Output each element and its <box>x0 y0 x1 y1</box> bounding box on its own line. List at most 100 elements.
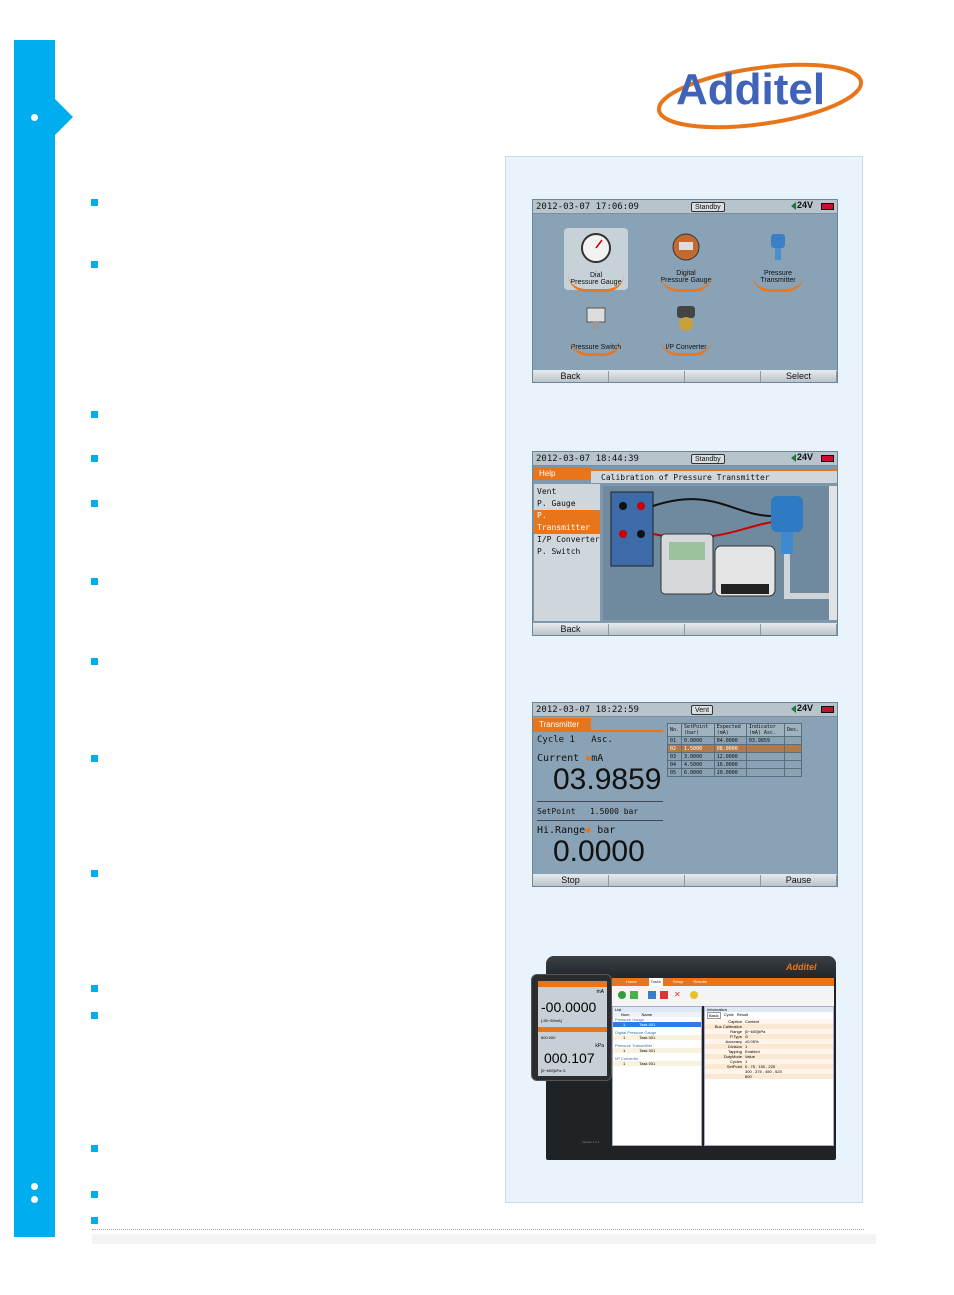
results-table: No. SetPoint (bar) Expected (mA) Indicat… <box>666 723 803 777</box>
function-key-3[interactable] <box>685 371 761 382</box>
software-window: Additel Home Tasks Setup Results ✕ List … <box>546 956 836 1160</box>
left-sidebar-bar <box>14 40 55 1237</box>
menu-tab-home[interactable]: Home <box>626 979 637 984</box>
bullet <box>91 411 98 418</box>
bullet <box>91 985 98 992</box>
handheld-screen: mA -00.0000 [-50~50mA] 600.000 kPa 000.1… <box>538 981 607 1076</box>
orange-marker: ◆ <box>585 825 592 836</box>
delete-icon[interactable]: ✕ <box>674 990 681 999</box>
voltage-indicator: 24V <box>791 452 813 462</box>
icon-pressure-switch[interactable]: Pressure Switch <box>566 302 626 356</box>
icon-pressure-transmitter[interactable]: Pressure Transmitter <box>748 230 808 292</box>
icon-dial-pressure-gauge[interactable]: Dial Pressure Gauge <box>564 228 628 292</box>
help-tab[interactable]: Help <box>533 467 591 480</box>
version-text: Version 1.2.1 <box>582 1140 600 1144</box>
info-row: Bus Calibration <box>705 1024 833 1029</box>
datetime: 2012-03-07 18:44:39 <box>536 454 639 464</box>
menu-tab-results[interactable]: Results <box>693 979 707 984</box>
function-key-3[interactable] <box>685 624 761 635</box>
menu-item-vent[interactable]: Vent <box>537 487 557 496</box>
info-tab-cycle[interactable]: Cycle <box>723 1012 734 1017</box>
info-tabs: Basic Cycle Result <box>705 1012 833 1019</box>
bullet <box>91 1012 98 1019</box>
status-badge: Vent <box>691 705 714 715</box>
bullet <box>91 261 98 268</box>
function-keys: Back Select <box>533 370 837 382</box>
menu-tab-setup[interactable]: Setup <box>672 979 684 984</box>
menu-item-p-switch[interactable]: P. Switch <box>537 547 581 556</box>
selection-arc <box>660 274 712 292</box>
stop-button[interactable]: Stop <box>533 875 609 886</box>
pause-button[interactable]: Pause <box>761 875 837 886</box>
function-key-2[interactable] <box>609 624 685 635</box>
software-toolbar: ✕ <box>612 986 834 1006</box>
menu-item-p-transmitter[interactable]: P. Transmitter <box>534 510 600 534</box>
power-icon <box>791 453 796 462</box>
info-tab-result[interactable]: Result <box>736 1012 749 1017</box>
range-value: 0.0000 <box>553 835 645 868</box>
function-key-2[interactable] <box>609 875 685 886</box>
refresh-icon[interactable] <box>618 991 626 999</box>
handheld-top-range: [-50~50mA] <box>541 1018 562 1023</box>
bullet <box>91 755 98 762</box>
back-button[interactable]: Back <box>533 624 609 635</box>
function-key-3[interactable] <box>685 875 761 886</box>
digital-gauge-icon <box>672 233 700 261</box>
export-icon[interactable] <box>690 991 698 999</box>
remove-icon[interactable] <box>660 991 668 999</box>
info-tab-basic[interactable]: Basic <box>707 1012 721 1019</box>
tab-underline <box>533 730 663 732</box>
add-icon[interactable] <box>630 991 638 999</box>
handheld-bottom-value: 000.107 <box>544 1050 595 1066</box>
handheld-bottom-range: [0~600]kPa G <box>541 1068 566 1073</box>
handheld-top-unit: mA <box>596 989 605 995</box>
menu-item-ip-converter[interactable]: I/P Converter <box>537 535 600 544</box>
selection-arc <box>568 274 624 292</box>
bullet <box>91 1217 98 1224</box>
icon-ip-converter[interactable]: I/P Converter <box>656 302 716 356</box>
bullet <box>91 455 98 462</box>
battery-icon <box>821 203 834 210</box>
list-column-headers: Num Name <box>613 1012 701 1017</box>
back-button[interactable]: Back <box>533 371 609 382</box>
status-bar: 2012-03-07 18:22:59 <box>533 703 837 717</box>
selection-arc <box>570 338 622 356</box>
sidebar-dot <box>31 1183 38 1190</box>
datetime: 2012-03-07 17:06:09 <box>536 202 639 212</box>
sidebar-notch <box>55 99 73 135</box>
list-header: List <box>613 1007 701 1012</box>
function-keys: Back <box>533 623 837 635</box>
info-row: Range[0~600]kPa <box>705 1029 833 1034</box>
power-icon <box>791 201 796 210</box>
function-key-4[interactable] <box>761 624 837 635</box>
handheld-mid-label: 600.000 <box>541 1035 556 1040</box>
voltage-indicator: 24V <box>791 200 813 210</box>
bullet <box>91 199 98 206</box>
divider <box>537 801 663 802</box>
battery-icon <box>821 455 834 462</box>
function-key-2[interactable] <box>609 371 685 382</box>
edit-icon[interactable] <box>648 991 656 999</box>
handheld-bottom-unit: kPa <box>595 1043 604 1049</box>
setpoint-line: SetPoint 1.5000 bar <box>537 807 639 816</box>
icon-digital-pressure-gauge[interactable]: Digital Pressure Gauge <box>656 230 716 292</box>
menu-item-p-gauge[interactable]: P. Gauge <box>537 499 576 508</box>
footer-rule <box>92 1229 864 1230</box>
transmitter-tab[interactable]: Transmitter <box>533 718 591 730</box>
menu-tab-tasks[interactable]: Tasks <box>648 978 663 986</box>
status-bar: 2012-03-07 17:06:09 <box>533 200 837 214</box>
select-button[interactable]: Select <box>761 371 837 382</box>
